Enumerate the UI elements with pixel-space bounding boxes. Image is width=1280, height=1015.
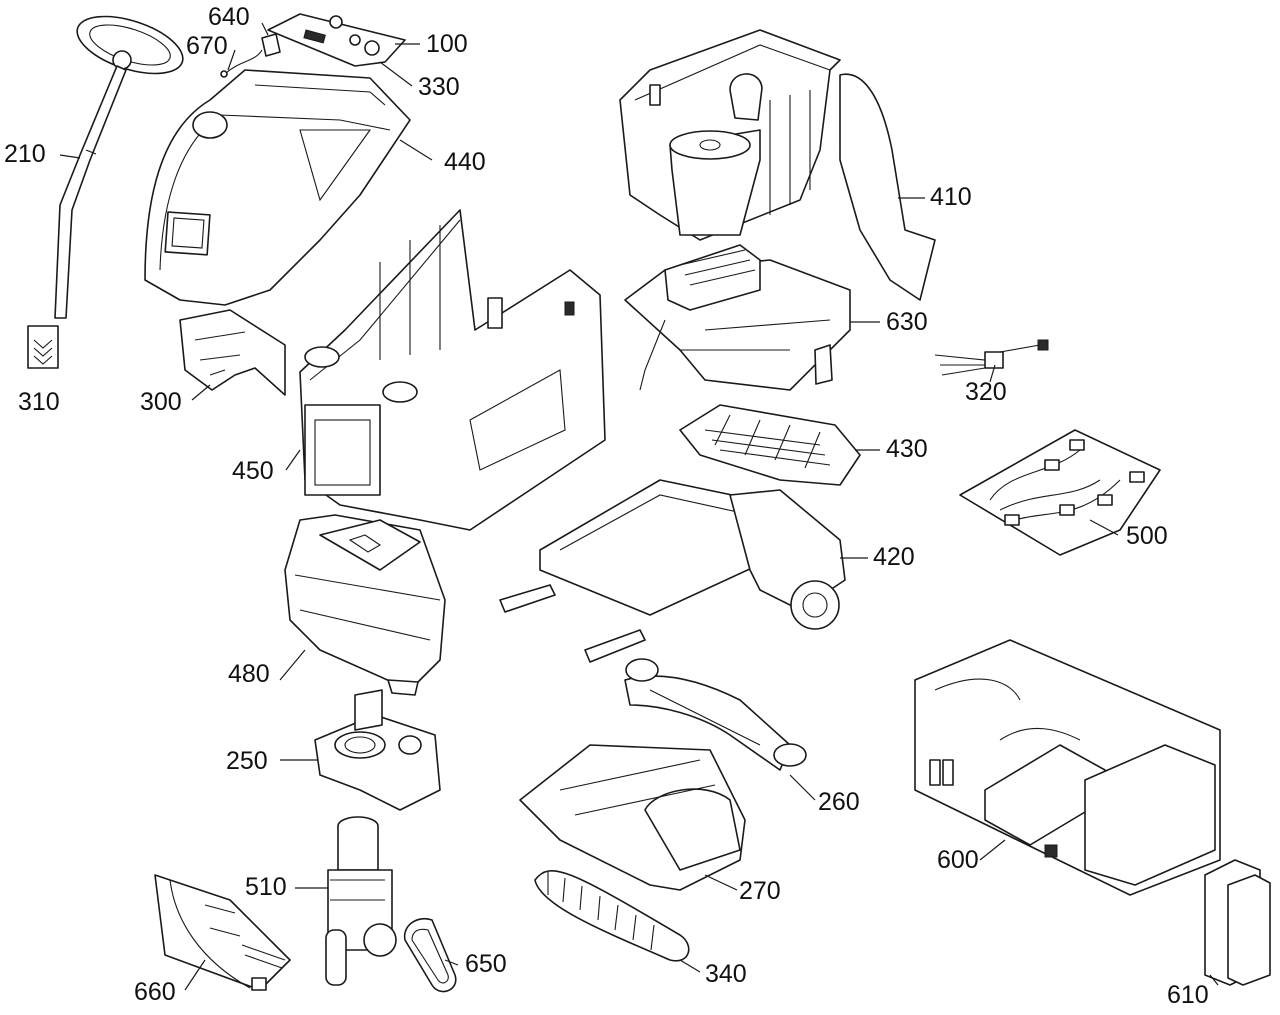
callout-270: 270 — [739, 877, 781, 905]
callout-450: 450 — [232, 457, 274, 485]
part-tank-assembly — [619, 29, 936, 301]
callout-410: 410 — [930, 183, 972, 211]
part-bracket — [179, 309, 286, 396]
callout-600: 600 — [937, 846, 979, 874]
part-battery-kit — [914, 639, 1221, 896]
callout-340: 340 — [705, 960, 747, 988]
part-roller-brush — [534, 869, 690, 962]
callout-640: 640 — [208, 3, 250, 31]
callout-440: 440 — [444, 148, 486, 176]
part-drive-motor — [325, 816, 397, 986]
part-sticker — [27, 325, 59, 369]
callout-500: 500 — [1126, 522, 1168, 550]
callout-630: 630 — [886, 308, 928, 336]
part-cable — [934, 339, 1049, 376]
part-main-body — [299, 209, 606, 531]
part-front-bumper — [284, 514, 446, 696]
part-squeegee-assembly — [519, 744, 746, 891]
part-wiring-kit — [154, 874, 291, 991]
callout-480: 480 — [228, 660, 270, 688]
part-control-panel — [220, 13, 406, 78]
callout-650: 650 — [465, 950, 507, 978]
callout-670: 670 — [186, 32, 228, 60]
callout-310: 310 — [18, 388, 60, 416]
callout-100: 100 — [426, 30, 468, 58]
part-wire-harness — [959, 429, 1161, 556]
callout-210: 210 — [4, 140, 46, 168]
leader-lines — [59, 22, 1219, 991]
callout-510: 510 — [245, 873, 287, 901]
callout-420: 420 — [873, 543, 915, 571]
part-steering-column — [54, 15, 184, 319]
part-brush-deck-arm — [624, 658, 807, 771]
part-top-cover — [144, 69, 411, 306]
callout-610: 610 — [1167, 981, 1209, 1009]
callout-320: 320 — [965, 378, 1007, 406]
callout-660: 660 — [134, 978, 176, 1006]
callout-250: 250 — [226, 747, 268, 775]
part-frame — [499, 479, 846, 663]
part-drive-plate — [314, 689, 441, 811]
part-electronics-module — [624, 244, 851, 391]
callout-260: 260 — [818, 788, 860, 816]
callout-430: 430 — [886, 435, 928, 463]
callout-330: 330 — [418, 73, 460, 101]
part-grid-plate — [679, 404, 861, 486]
part-spacer-blocks — [1204, 859, 1271, 986]
part-belt — [403, 918, 457, 993]
callout-300: 300 — [140, 388, 182, 416]
